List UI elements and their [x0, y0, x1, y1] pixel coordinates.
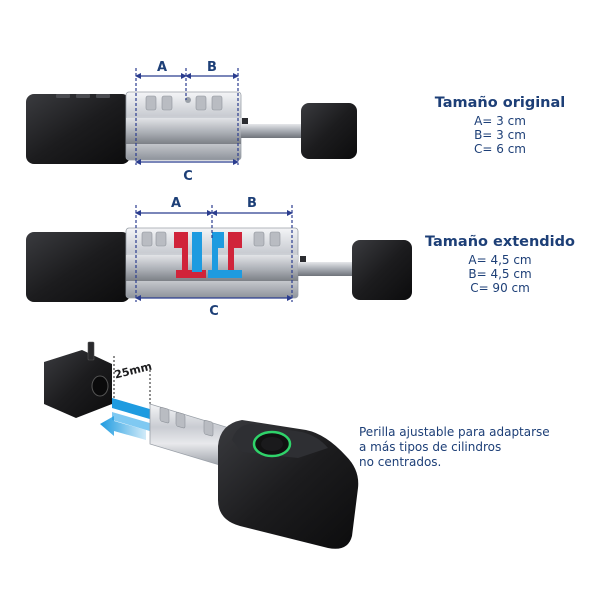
- dim-label-a: A: [157, 60, 167, 75]
- extended-spec-b: B= 4,5 cm: [468, 267, 531, 281]
- dim-label-a: A: [171, 196, 181, 211]
- caption-line-3: no centrados.: [359, 455, 441, 469]
- measure-label: 25mm: [113, 360, 153, 382]
- slide-arrow: [100, 416, 146, 440]
- original-spec-a: A= 3 cm: [474, 114, 526, 128]
- extended-title: Tamaño extendido: [425, 234, 575, 250]
- left-housing: [26, 94, 130, 164]
- shaft: [241, 124, 305, 138]
- blue-pins: [192, 232, 242, 278]
- extension-stripes: [112, 398, 160, 434]
- red-pins: [174, 232, 242, 278]
- extended-lock: A B C: [26, 196, 412, 319]
- extended-spec-c: C= 90 cm: [470, 281, 530, 295]
- dim-label-c: C: [209, 304, 219, 319]
- original-lock: A B C: [26, 60, 357, 184]
- knob: [301, 103, 357, 159]
- dim-label-b: B: [247, 196, 257, 211]
- dim-label-c: C: [183, 169, 193, 184]
- adjustable-knob-illustration: 25mm: [44, 341, 359, 549]
- extended-spec-a: A= 4,5 cm: [468, 253, 531, 267]
- original-spec-c: C= 6 cm: [474, 142, 526, 156]
- shaft: [298, 262, 358, 276]
- left-housing: [26, 232, 130, 302]
- original-spec-b: B= 3 cm: [474, 128, 526, 142]
- original-title: Tamaño original: [435, 95, 566, 111]
- knob: [352, 240, 412, 300]
- detached-knob-cap: [44, 350, 112, 418]
- dim-label-b: B: [207, 60, 217, 75]
- caption-line-1: Perilla ajustable para adaptarse: [359, 425, 550, 439]
- caption-line-2: a más tipos de cilindros: [359, 440, 501, 454]
